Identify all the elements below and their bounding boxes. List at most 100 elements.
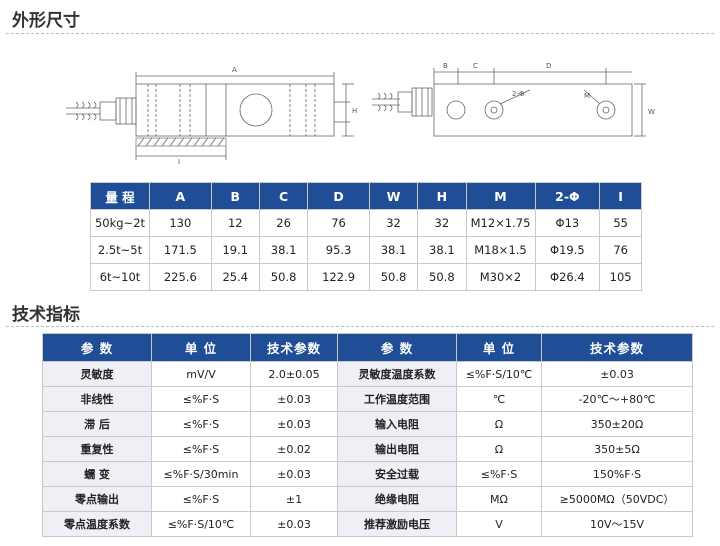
table-cell: 26 bbox=[258, 209, 309, 237]
dim-label-w: W bbox=[648, 108, 655, 116]
table-row: 滞 后 ≤%F·S ±0.03 输入电阻 Ω 350±20Ω bbox=[42, 411, 693, 437]
table-cell: ≤%F·S bbox=[456, 461, 542, 487]
dimension-table: 量 程 A B C D W H M 2-Φ I 50kg~2t 130 12 2… bbox=[90, 182, 642, 291]
param-label: 工作温度范围 bbox=[337, 386, 457, 412]
table-row: 灵敏度 mV/V 2.0±0.05 灵敏度温度系数 ≤%F·S/10℃ ±0.0… bbox=[42, 361, 693, 387]
table-row: 零点温度系数 ≤%F·S/10℃ ±0.03 推荐激励电压 V 10V～15V bbox=[42, 511, 693, 537]
table-cell: M30×2 bbox=[465, 263, 536, 291]
table-cell: 50.8 bbox=[417, 263, 467, 291]
header-cell: 参 数 bbox=[42, 333, 152, 362]
param-label: 重复性 bbox=[42, 436, 152, 462]
table-cell: ≥5000MΩ（50VDC） bbox=[541, 486, 693, 512]
table-cell: M18×1.5 bbox=[465, 236, 536, 264]
param-label: 安全过载 bbox=[337, 461, 457, 487]
table-cell: Φ26.4 bbox=[534, 263, 601, 291]
param-label: 滞 后 bbox=[42, 411, 152, 437]
table-row: 零点输出 ≤%F·S ±1 绝缘电阻 MΩ ≥5000MΩ（50VDC） bbox=[42, 486, 693, 512]
table-row: 2.5t~5t 171.5 19.1 38.1 95.3 38.1 38.1 M… bbox=[90, 236, 642, 264]
table-cell: 10V～15V bbox=[541, 511, 693, 537]
table-cell: 38.1 bbox=[368, 236, 419, 264]
table-cell: 350±5Ω bbox=[541, 436, 693, 462]
spec-table: 参 数 单 位 技术参数 参 数 单 位 技术参数 灵敏度 mV/V 2.0±0… bbox=[42, 333, 693, 537]
table-cell: 55 bbox=[599, 209, 642, 237]
table-cell: 50.8 bbox=[258, 263, 309, 291]
header-cell: 2-Φ bbox=[534, 182, 601, 210]
table-cell: 32 bbox=[417, 209, 467, 237]
table-cell: 76 bbox=[599, 236, 642, 264]
param-label: 蠕 变 bbox=[42, 461, 152, 487]
table-cell: ≤%F·S bbox=[151, 411, 251, 437]
param-label: 输出电阻 bbox=[337, 436, 457, 462]
table-cell: ≤%F·S/30min bbox=[151, 461, 251, 487]
table-cell: 12 bbox=[210, 209, 260, 237]
param-label: 输入电阻 bbox=[337, 411, 457, 437]
param-label: 绝缘电阻 bbox=[337, 486, 457, 512]
header-cell: H bbox=[417, 182, 467, 210]
table-cell: ±0.03 bbox=[250, 386, 338, 412]
dim-label-2phi: 2-Φ bbox=[512, 90, 525, 98]
table-cell: ±0.03 bbox=[250, 461, 338, 487]
table-cell: 150%F·S bbox=[541, 461, 693, 487]
table-cell: 95.3 bbox=[307, 236, 370, 264]
table-cell: MΩ bbox=[456, 486, 542, 512]
header-cell: M bbox=[465, 182, 536, 210]
dim-label-i: I bbox=[178, 158, 180, 166]
dim-label-c: C bbox=[473, 62, 478, 70]
table-cell: ±1 bbox=[250, 486, 338, 512]
table-cell: 2.0±0.05 bbox=[250, 361, 338, 387]
table-row: 50kg~2t 130 12 26 76 32 32 M12×1.75 Φ13 … bbox=[90, 209, 642, 237]
table-cell: 38.1 bbox=[417, 236, 467, 264]
table-cell: ≤%F·S bbox=[151, 386, 251, 412]
param-label: 灵敏度温度系数 bbox=[337, 361, 457, 387]
section-divider bbox=[6, 326, 714, 327]
table-cell: ℃ bbox=[456, 386, 542, 412]
table-cell: -20℃～+80℃ bbox=[541, 386, 693, 412]
table-cell: Φ19.5 bbox=[534, 236, 601, 264]
table-cell: Ω bbox=[456, 436, 542, 462]
table-cell: ±0.03 bbox=[250, 511, 338, 537]
header-cell: 参 数 bbox=[337, 333, 457, 362]
header-cell: 单 位 bbox=[151, 333, 251, 362]
outline-drawing: A H I B C D 2-Φ M W bbox=[66, 62, 655, 166]
table-cell: ≤%F·S bbox=[151, 436, 251, 462]
dim-label-d: D bbox=[546, 62, 551, 70]
header-cell: 单 位 bbox=[456, 333, 542, 362]
table-cell: V bbox=[456, 511, 542, 537]
table-cell: ±0.02 bbox=[250, 436, 338, 462]
section-divider bbox=[6, 33, 714, 34]
top-view bbox=[372, 68, 646, 137]
dim-label-h: H bbox=[352, 107, 357, 115]
table-cell: Φ13 bbox=[534, 209, 601, 237]
param-label: 灵敏度 bbox=[42, 361, 152, 387]
spec-table-header: 参 数 单 位 技术参数 参 数 单 位 技术参数 bbox=[42, 333, 693, 362]
table-cell: 25.4 bbox=[210, 263, 260, 291]
table-row: 重复性 ≤%F·S ±0.02 输出电阻 Ω 350±5Ω bbox=[42, 436, 693, 462]
dimension-table-header: 量 程 A B C D W H M 2-Φ I bbox=[90, 182, 642, 210]
table-cell: 6t~10t bbox=[90, 263, 150, 291]
param-label: 推荐激励电压 bbox=[337, 511, 457, 537]
table-row: 非线性 ≤%F·S ±0.03 工作温度范围 ℃ -20℃～+80℃ bbox=[42, 386, 693, 412]
table-cell: 350±20Ω bbox=[541, 411, 693, 437]
dim-label-b: B bbox=[443, 62, 448, 70]
table-cell: Ω bbox=[456, 411, 542, 437]
header-cell: 技术参数 bbox=[541, 333, 693, 362]
table-cell: 19.1 bbox=[210, 236, 260, 264]
table-cell: M12×1.75 bbox=[465, 209, 536, 237]
table-cell: ±0.03 bbox=[250, 411, 338, 437]
table-cell: 38.1 bbox=[258, 236, 309, 264]
header-cell: 量 程 bbox=[90, 182, 150, 210]
table-cell: ≤%F·S/10℃ bbox=[456, 361, 542, 387]
param-label: 非线性 bbox=[42, 386, 152, 412]
section-title-dimensions: 外形尺寸 bbox=[12, 11, 80, 31]
table-cell: 130 bbox=[149, 209, 212, 237]
table-cell: 50.8 bbox=[368, 263, 419, 291]
table-cell: 122.9 bbox=[307, 263, 370, 291]
table-cell: 105 bbox=[599, 263, 642, 291]
table-cell: mV/V bbox=[151, 361, 251, 387]
table-row: 蠕 变 ≤%F·S/30min ±0.03 安全过载 ≤%F·S 150%F·S bbox=[42, 461, 693, 487]
header-cell: C bbox=[258, 182, 309, 210]
header-cell: 技术参数 bbox=[250, 333, 338, 362]
header-cell: W bbox=[368, 182, 419, 210]
section-title-specs: 技术指标 bbox=[12, 305, 80, 325]
table-cell: 32 bbox=[368, 209, 419, 237]
